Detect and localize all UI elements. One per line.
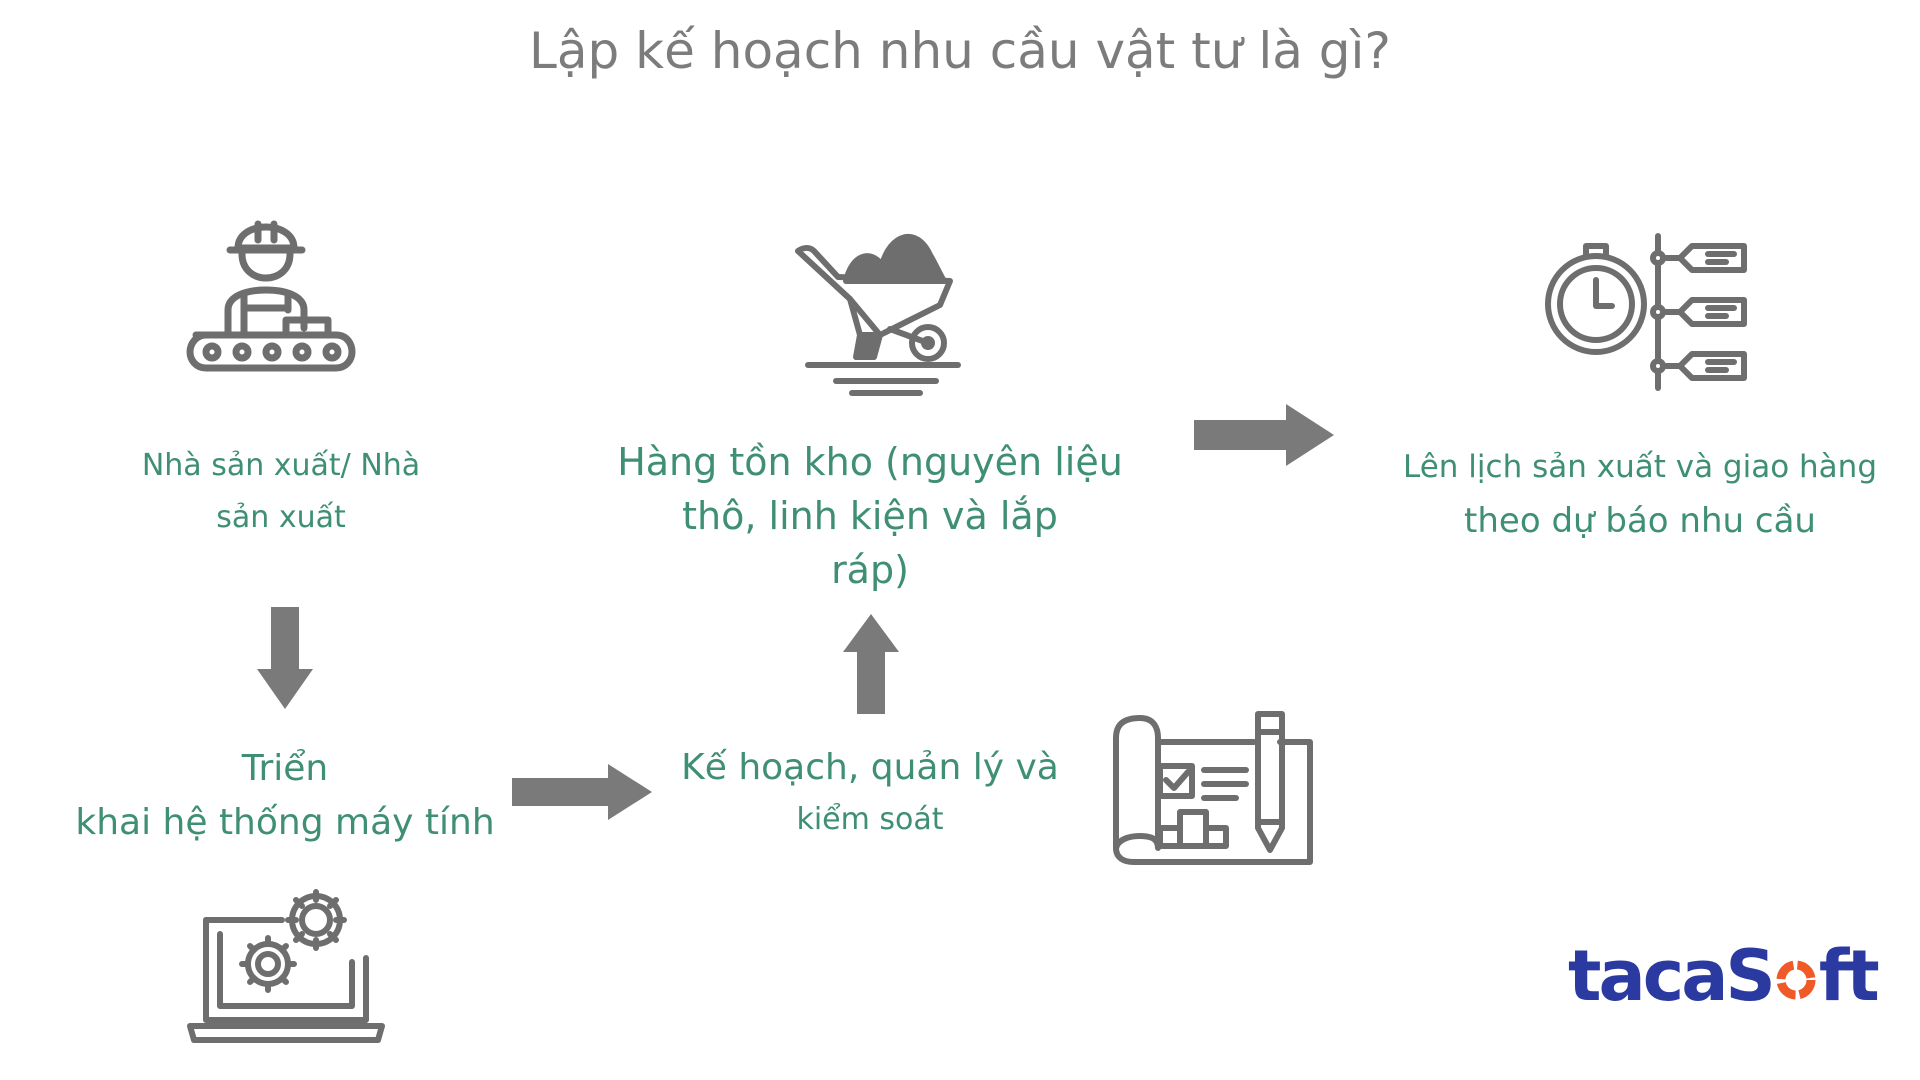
arrow-up-icon (843, 614, 899, 714)
manufacturer-label: Nhà sản xuất/ Nhà sản xuất (141, 448, 421, 535)
laptop-gears-icon (187, 889, 385, 1043)
worker-conveyor-icon (186, 220, 356, 372)
planning-label: Kế hoạch, quản lý và kiểm soát (681, 747, 1059, 837)
computer-label: Triển khai hệ thống máy tính (75, 748, 495, 843)
logo-o-icon (1776, 960, 1816, 1000)
page-title: Lập kế hoạch nhu cầu vật tư là gì? (529, 22, 1391, 80)
tacasoft-logo: tacaS ft (1568, 935, 1880, 1017)
inventory-label: Hàng tồn kho (nguyên liệu thô, linh kiện… (617, 440, 1123, 592)
stopwatch-schedule-icon (1545, 233, 1747, 391)
wheelbarrow-icon (795, 233, 961, 396)
arrow-down-icon (257, 607, 313, 709)
blueprint-pencil-icon (1113, 711, 1313, 865)
arrow-right-icon (1194, 404, 1334, 466)
schedule-label: Lên lịch sản xuất và giao hàng theo dự b… (1403, 449, 1877, 541)
arrow-right-icon (512, 764, 652, 820)
